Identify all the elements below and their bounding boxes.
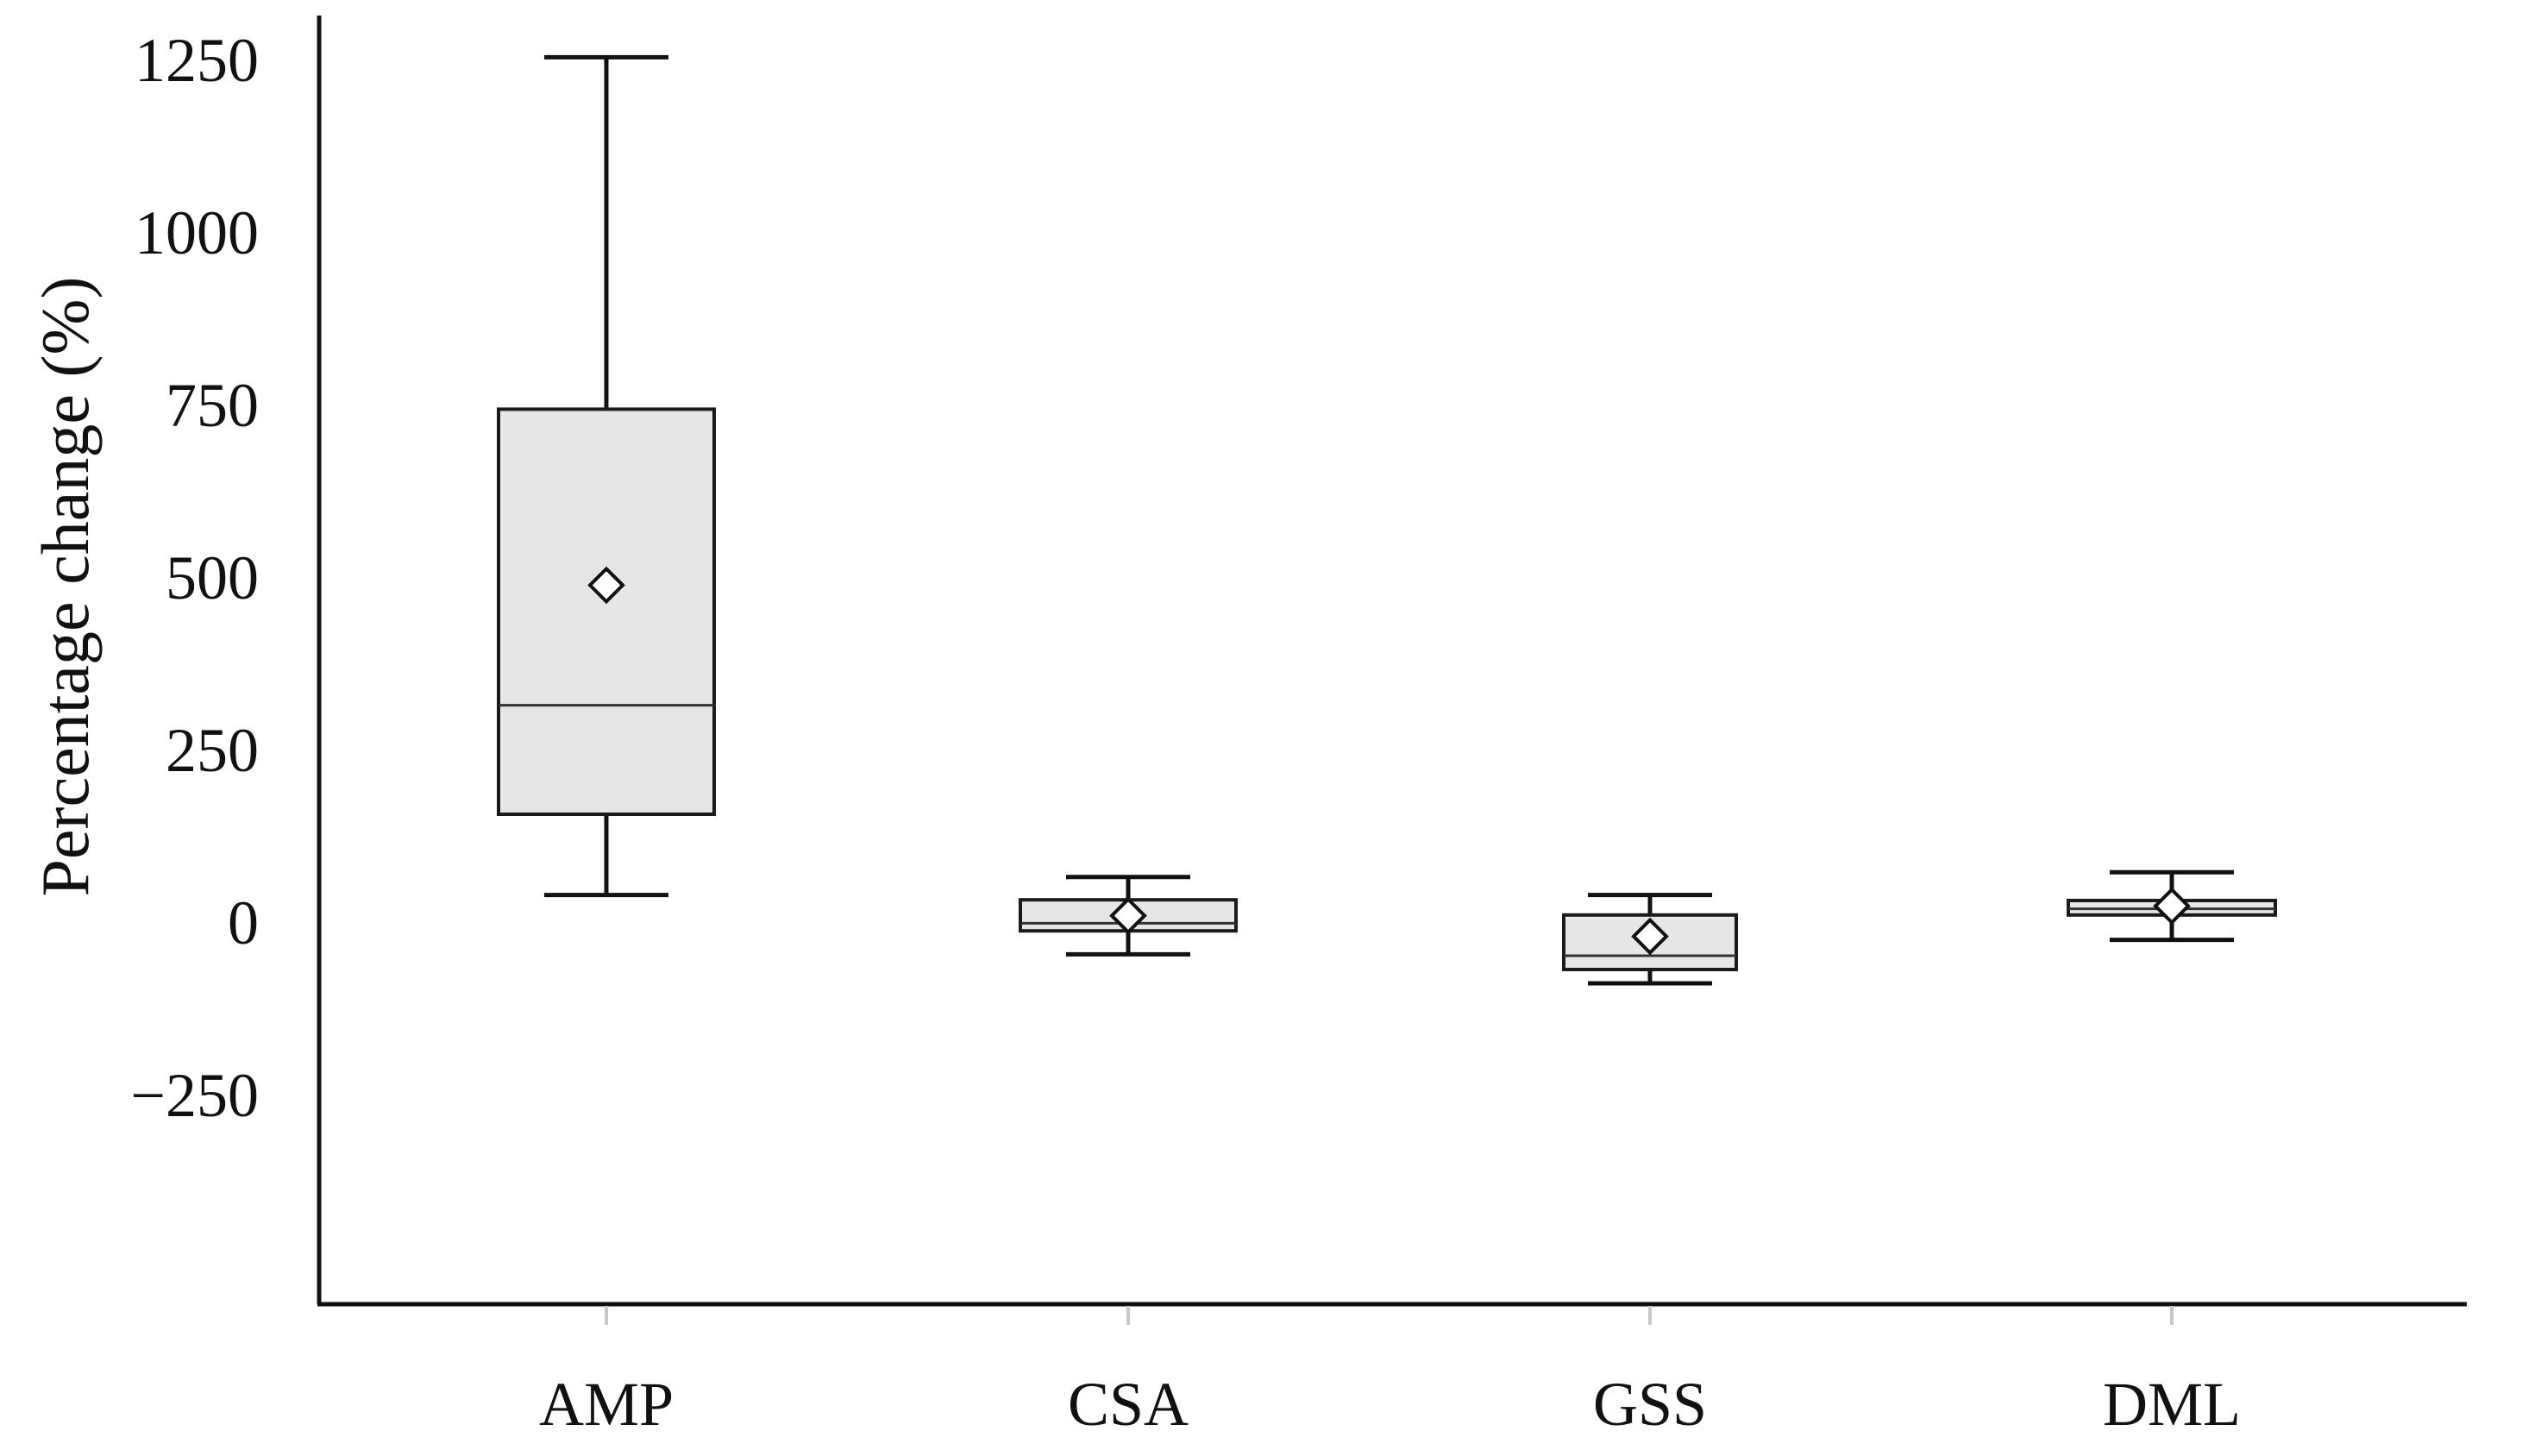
x-tick-label: GSS: [1593, 1370, 1707, 1439]
box-amp: [497, 54, 716, 898]
box-csa: [1019, 875, 1238, 957]
y-tick-label: −250: [130, 1061, 259, 1130]
x-tick-label: CSA: [1068, 1370, 1189, 1439]
x-tick-label: AMP: [539, 1370, 674, 1439]
labels: Percentage change (%) 1250 1000 750 500 250 0…: [28, 26, 2241, 1439]
x-tick-label: DML: [2103, 1370, 2241, 1439]
iqr-box: [497, 407, 716, 816]
y-tick-label: 1000: [135, 198, 259, 267]
y-tick-label: 500: [166, 543, 259, 612]
axes: [317, 16, 2467, 1325]
y-tick-label: 250: [166, 716, 259, 785]
y-axis-label: Percentage change (%): [28, 277, 103, 897]
y-tick-label: 1250: [135, 26, 259, 95]
box-gss: [1562, 893, 1738, 986]
y-tick-label: 0: [228, 888, 259, 957]
boxes: [497, 54, 2277, 986]
mean-marker: [2153, 887, 2191, 926]
y-tick-label: 750: [166, 371, 259, 440]
mean-marker: [1631, 917, 1669, 956]
box-dml: [2067, 869, 2277, 943]
mean-marker: [587, 566, 625, 605]
mean-marker: [1109, 896, 1147, 935]
